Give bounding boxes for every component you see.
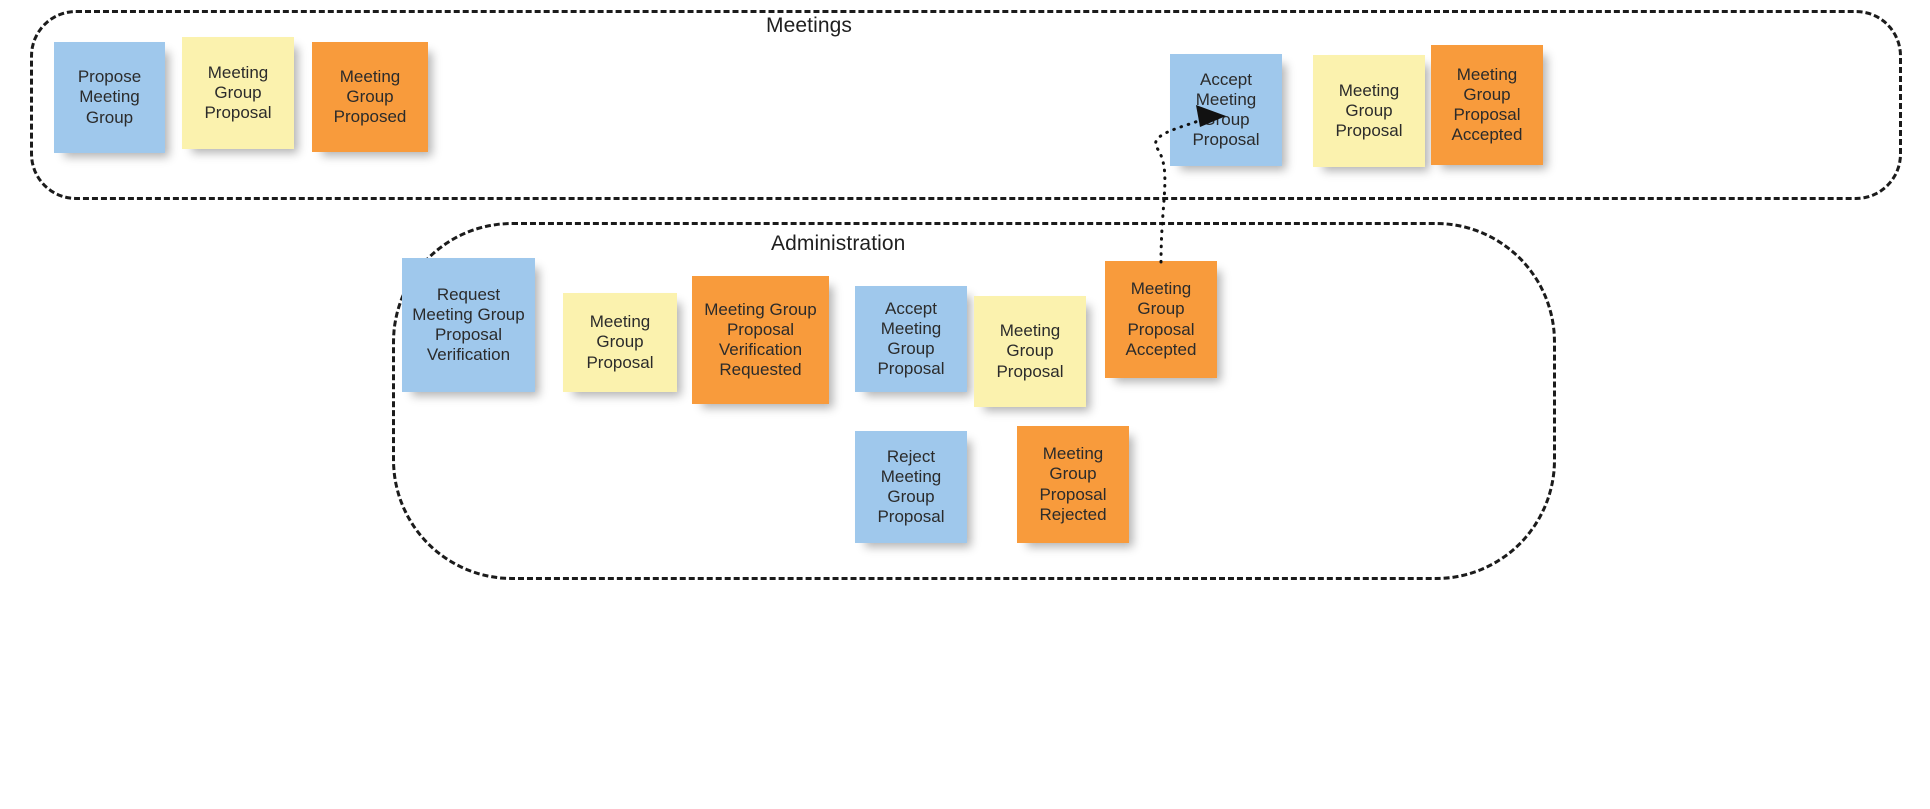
sticky-note-label: Meeting Group Proposal [996, 321, 1064, 381]
reject-meeting-group-proposal-command[interactable]: Reject Meeting Group Proposal [855, 431, 967, 543]
accept-meeting-group-proposal-command-meetings[interactable]: Accept Meeting Group Proposal [1170, 54, 1282, 166]
sticky-note-label: Request Meeting Group Proposal Verificat… [412, 284, 525, 365]
sticky-note-label: Meeting Group Proposal Accepted [1451, 64, 1523, 145]
swimlane-administration [392, 222, 1556, 580]
swimlane-meetings [30, 10, 1902, 200]
sticky-note-label: Accept Meeting Group Proposal [1192, 69, 1260, 150]
sticky-note-label: Reject Meeting Group Proposal [877, 446, 945, 527]
sticky-note-label: Meeting Group Proposal [1335, 80, 1403, 141]
sticky-note-label: Meeting Group Proposal Rejected [1039, 444, 1107, 524]
propose-meeting-group-command[interactable]: Propose Meeting Group [54, 42, 165, 153]
sticky-note-label: Meeting Group Proposal [204, 62, 272, 123]
meeting-group-proposal-aggregate-1[interactable]: Meeting Group Proposal [182, 37, 294, 149]
sticky-note-label: Propose Meeting Group [77, 67, 142, 127]
meeting-group-proposal-rejected-event[interactable]: Meeting Group Proposal Rejected [1017, 426, 1129, 543]
swimlane-administration-title: Administration [757, 231, 920, 257]
meeting-group-proposal-aggregate-4[interactable]: Meeting Group Proposal [974, 296, 1086, 407]
meeting-group-proposal-aggregate-2[interactable]: Meeting Group Proposal [1313, 55, 1425, 167]
sticky-note-label: Accept Meeting Group Proposal [877, 298, 945, 379]
meeting-group-proposal-verification-requested-event[interactable]: Meeting Group Proposal Verification Requ… [692, 276, 829, 404]
accept-meeting-group-proposal-command-admin[interactable]: Accept Meeting Group Proposal [855, 286, 967, 392]
meeting-group-proposal-aggregate-3[interactable]: Meeting Group Proposal [563, 293, 677, 392]
sticky-note-label: Meeting Group Proposed [333, 66, 407, 127]
meeting-group-proposed-event[interactable]: Meeting Group Proposed [312, 42, 428, 152]
request-meeting-group-proposal-verification-command[interactable]: Request Meeting Group Proposal Verificat… [402, 258, 535, 392]
sticky-note-label: Meeting Group Proposal [586, 312, 654, 372]
meeting-group-proposal-accepted-event-admin[interactable]: Meeting Group Proposal Accepted [1105, 261, 1217, 378]
sticky-note-label: Meeting Group Proposal Verification Requ… [704, 299, 817, 380]
sticky-note-label: Meeting Group Proposal Accepted [1125, 279, 1197, 359]
meeting-group-proposal-accepted-event-meetings[interactable]: Meeting Group Proposal Accepted [1431, 45, 1543, 165]
swimlane-meetings-title: Meetings [752, 13, 867, 39]
